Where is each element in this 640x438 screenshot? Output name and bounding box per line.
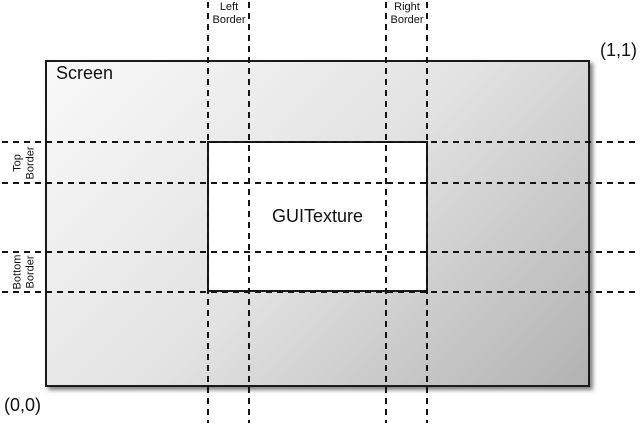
right-border-label-line2: Border [390, 14, 424, 26]
dashed-line-bottom-inset [2, 251, 636, 253]
left-border-label-line1: Left [219, 1, 239, 13]
dashed-line-top-edge [2, 141, 636, 143]
dashed-line-right-edge [426, 2, 428, 423]
dashed-line-bottom-edge [2, 291, 636, 293]
dashed-line-left-edge [207, 2, 209, 423]
guitexture-label: GUITexture [271, 206, 364, 226]
right-border-label-line1: Right [394, 1, 420, 13]
bottom-border-label: Bottom Border [10, 252, 40, 293]
left-border-label-line2: Border [212, 14, 246, 26]
top-border-label-line1: Top [11, 154, 24, 172]
top-border-label: Top Border [10, 143, 40, 184]
coordinate-bottom-left: (0,0) [4, 395, 42, 415]
bottom-border-label-line2: Border [24, 255, 37, 289]
dashed-line-top-inset [2, 182, 636, 184]
screen-label: Screen [56, 63, 114, 83]
right-border-label: Right Border [383, 1, 431, 27]
bottom-border-label-line1: Bottom [11, 254, 24, 290]
dashed-line-left-inset [248, 2, 250, 423]
coordinate-top-right: (1,1) [599, 40, 637, 60]
top-border-label-line2: Border [24, 146, 37, 180]
left-border-label: Left Border [205, 1, 253, 27]
dashed-line-right-inset [385, 2, 387, 423]
guitexture-rect [207, 141, 428, 292]
